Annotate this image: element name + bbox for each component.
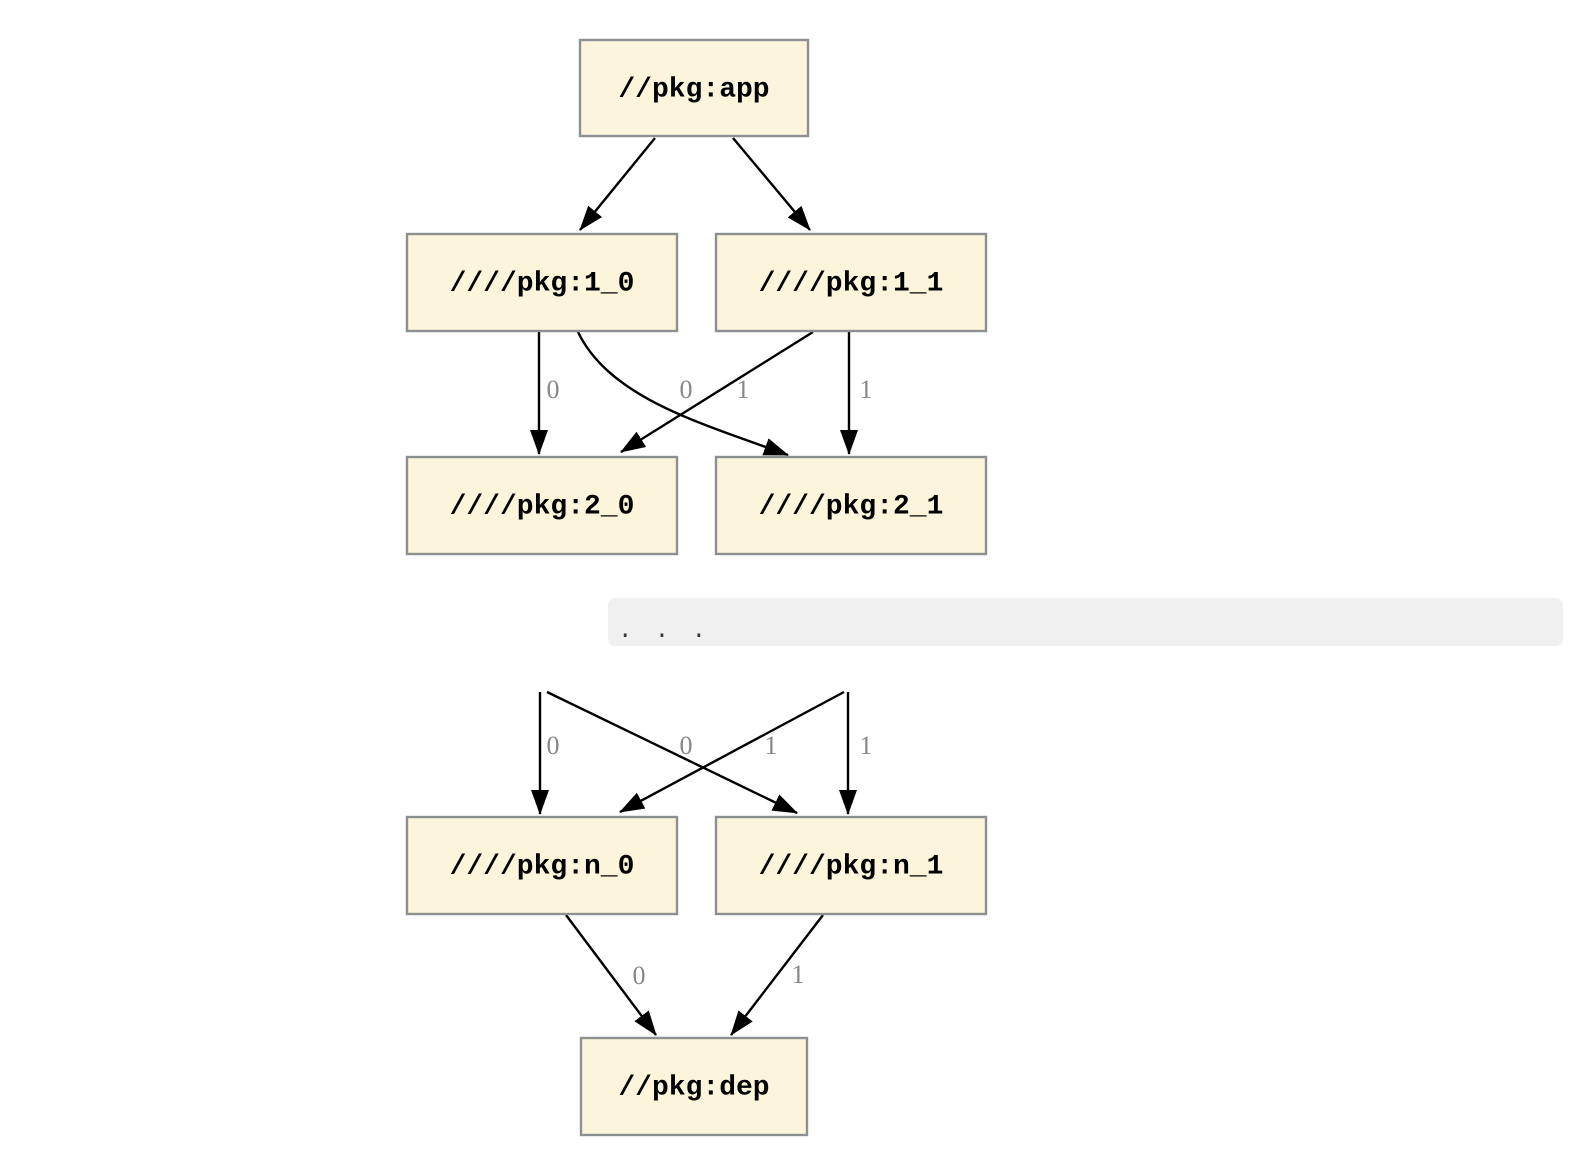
node-pkg-1-1-box	[714, 232, 988, 333]
node-pkg-n-1: ////pkg:n_1	[714, 815, 988, 916]
ellipsis-separator: . . .	[608, 598, 1563, 646]
edge-pkg-1-0-to-pkg-2-1	[576, 331, 789, 457]
node-pkg-2-1-label: ////pkg:2_1	[759, 492, 944, 523]
node-pkg-2-0-box	[405, 455, 679, 556]
edge-pkg-n-0-to-dep	[565, 914, 657, 1036]
node-pkg-1-0-label: ////pkg:1_0	[450, 269, 635, 300]
node-pkg-n-0-label: ////pkg:n_0	[450, 852, 635, 883]
edge-layer	[530, 137, 858, 1036]
edge-label-1-0-to-2-0: 0	[547, 375, 560, 404]
edge-continuation-to-pkg-n-0-cross	[619, 690, 845, 814]
node-pkg-app: //pkg:app	[578, 38, 810, 138]
node-pkg-1-0: ////pkg:1_0	[405, 232, 679, 333]
node-pkg-n-1-box	[714, 815, 988, 916]
node-pkg-n-0-box	[405, 815, 679, 916]
node-pkg-dep: //pkg:dep	[579, 1036, 809, 1137]
node-pkg-n-1-label: ////pkg:n_1	[759, 852, 944, 883]
ellipsis-separator-band	[608, 598, 1563, 646]
edge-app-to-pkg-1-0	[579, 137, 656, 231]
node-pkg-1-0-box	[405, 232, 679, 333]
edge-pkg-n-1-to-dep	[730, 914, 824, 1036]
node-pkg-dep-box	[579, 1036, 809, 1137]
node-pkg-2-1: ////pkg:2_1	[714, 455, 988, 556]
edge-pkg-1-1-to-pkg-2-0	[620, 330, 814, 454]
node-pkg-2-0: ////pkg:2_0	[405, 455, 679, 556]
ellipsis-separator-text: . . .	[618, 618, 710, 645]
node-pkg-dep-label: //pkg:dep	[618, 1073, 769, 1104]
edge-label-cont-to-n-0-cross: 0	[680, 731, 693, 760]
edge-label-n-1-to-dep: 1	[792, 960, 805, 989]
node-pkg-2-1-box	[714, 455, 988, 556]
edge-label-1-0-to-2-1: 1	[737, 375, 750, 404]
node-layer: //pkg:app ////pkg:1_0 ////pkg:1_1 ////pk…	[405, 38, 1563, 1137]
edge-label-1-1-to-2-1: 1	[860, 375, 873, 404]
edge-label-n-0-to-dep: 0	[633, 961, 646, 990]
node-pkg-app-label: //pkg:app	[618, 75, 769, 106]
node-pkg-2-0-label: ////pkg:2_0	[450, 492, 635, 523]
edge-label-cont-to-n-0-direct: 0	[547, 731, 560, 760]
edge-label-1-1-to-2-0: 0	[680, 375, 693, 404]
node-pkg-app-box	[578, 38, 810, 138]
edge-app-to-pkg-1-1	[732, 137, 811, 231]
edge-label-cont-to-n-1-cross: 1	[765, 731, 778, 760]
edge-label-layer: 0 0 1 1 0 0 1 1 0 1	[547, 375, 873, 990]
node-pkg-1-1-label: ////pkg:1_1	[759, 269, 944, 300]
edge-label-cont-to-n-1-direct: 1	[860, 731, 873, 760]
node-pkg-n-0: ////pkg:n_0	[405, 815, 679, 916]
edge-continuation-to-pkg-n-1-cross	[546, 690, 798, 815]
node-pkg-1-1: ////pkg:1_1	[714, 232, 988, 333]
